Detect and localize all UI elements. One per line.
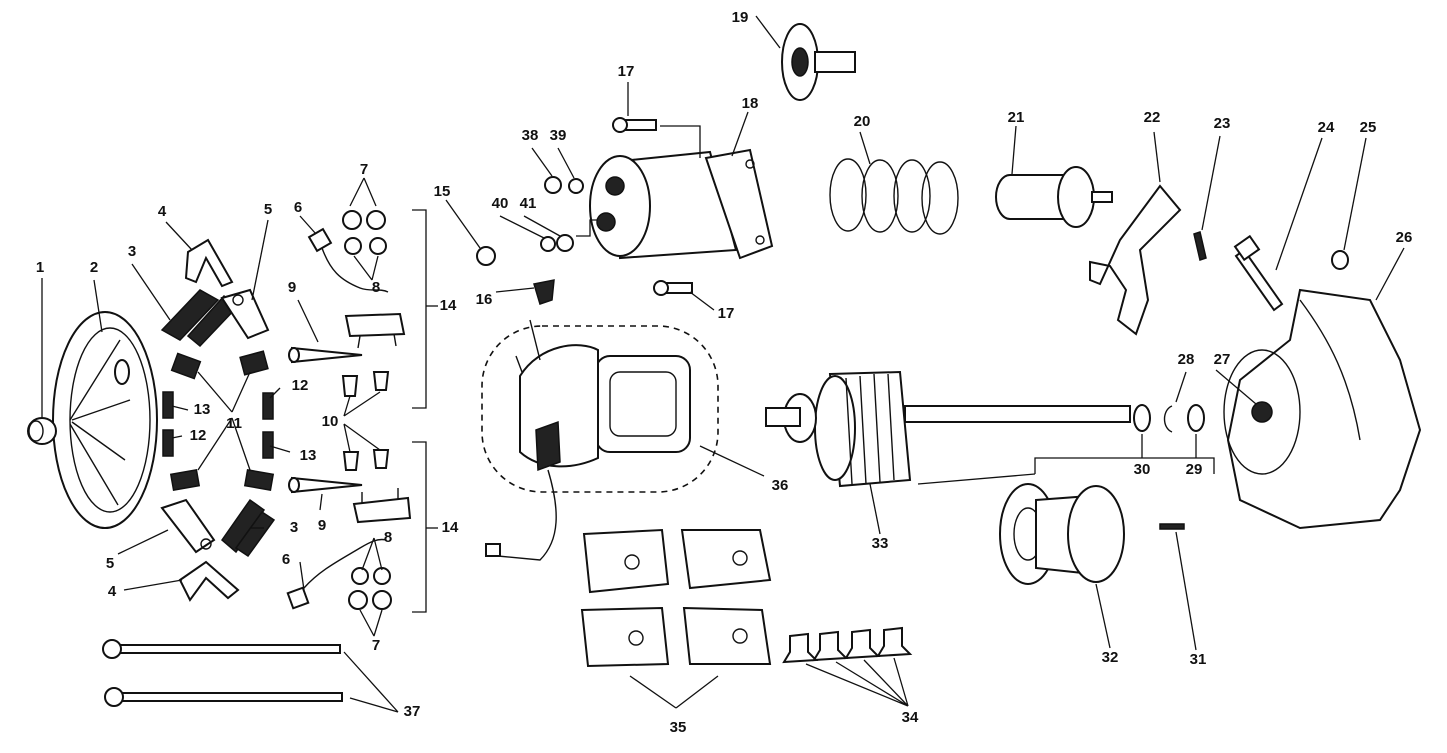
pin-part-9-bottom — [288, 476, 363, 494]
callout-11: 11 — [226, 415, 242, 432]
screws-part-12-13 — [162, 391, 274, 459]
callout-16: 16 — [476, 291, 493, 308]
callout-4-bottom: 4 — [108, 583, 117, 600]
pole-shoe-screws-part-34 — [782, 626, 913, 664]
callout-5-bottom: 5 — [106, 555, 114, 572]
brush-plate-part-5-top — [220, 288, 270, 340]
callout-8-top: 8 — [372, 279, 380, 296]
end-plate-part-2 — [52, 311, 158, 529]
callout-19: 19 — [732, 9, 749, 26]
lead-wire-part-6-bottom — [286, 538, 387, 610]
callout-10: 10 — [322, 413, 339, 430]
callout-17-top: 17 — [618, 63, 635, 80]
callout-20: 20 — [854, 113, 871, 130]
pin-part-31 — [1159, 523, 1185, 530]
pole-shoes-part-35 — [580, 528, 772, 668]
pin-part-9-top — [288, 346, 363, 364]
plug-part-25 — [1331, 250, 1349, 270]
bushing-part-1 — [27, 417, 57, 445]
screws-part-10 — [341, 371, 390, 471]
solenoid-part-18 — [589, 148, 774, 260]
callout-6-bottom: 6 — [282, 551, 290, 568]
callout-14-top: 14 — [440, 297, 457, 314]
callout-36: 36 — [772, 477, 789, 494]
through-bolts-part-37 — [102, 639, 343, 707]
screw-part-15 — [476, 246, 496, 266]
callout-12-bottom: 12 — [190, 427, 207, 444]
callout-21: 21 — [1008, 109, 1025, 126]
drive-assembly-part-32 — [999, 483, 1125, 585]
plunger-part-19 — [781, 23, 856, 101]
callout-26: 26 — [1396, 229, 1413, 246]
callout-13-bottom: 13 — [300, 447, 317, 464]
grommet-part-16 — [533, 279, 555, 305]
screw-part-17-bottom — [653, 280, 693, 296]
callout-12-top: 12 — [292, 377, 309, 394]
nut-washer-part-38-41 — [540, 176, 584, 252]
callout-32: 32 — [1102, 649, 1119, 666]
callout-39: 39 — [550, 127, 567, 144]
callout-14-bottom: 14 — [442, 519, 459, 536]
field-coil-assembly-part-36 — [481, 319, 719, 561]
callout-15: 15 — [434, 183, 451, 200]
callout-7-top: 7 — [360, 161, 368, 178]
callout-7-bottom: 7 — [372, 637, 380, 654]
callout-40: 40 — [492, 195, 509, 212]
callout-23: 23 — [1214, 115, 1231, 132]
callout-31: 31 — [1190, 651, 1207, 668]
brushes-part-11 — [169, 350, 275, 492]
spring-clip-part-4-bottom — [178, 560, 240, 602]
bolt-part-24 — [1233, 234, 1284, 312]
callout-41: 41 — [520, 195, 537, 212]
callout-22: 22 — [1144, 109, 1161, 126]
brush-holder-part-3-bottom — [220, 498, 276, 558]
callout-34: 34 — [902, 709, 919, 726]
callout-9-top: 9 — [288, 279, 296, 296]
lead-wire-part-6-top — [307, 227, 389, 293]
callout-2: 2 — [90, 259, 98, 276]
callout-3-bottom: 3 — [290, 519, 298, 536]
terminal-bracket-top — [344, 312, 406, 349]
pin-part-23 — [1193, 231, 1207, 261]
callout-17-bottom: 17 — [718, 305, 735, 322]
shift-lever-part-22 — [1089, 184, 1182, 336]
callout-24: 24 — [1318, 119, 1335, 136]
callout-1: 1 — [36, 259, 44, 276]
callout-30: 30 — [1134, 461, 1151, 478]
drive-housing-part-26 — [1223, 288, 1422, 530]
callout-8-bottom: 8 — [384, 529, 392, 546]
snap-ring-part-28 — [1163, 405, 1173, 433]
washer-part-30 — [1133, 404, 1151, 432]
callout-27: 27 — [1214, 351, 1231, 368]
callout-18: 18 — [742, 95, 759, 112]
callout-3-top: 3 — [128, 243, 136, 260]
callout-6-top: 6 — [294, 199, 302, 216]
callout-38: 38 — [522, 127, 539, 144]
callout-9-bottom: 9 — [318, 517, 326, 534]
washer-part-29 — [1187, 404, 1205, 432]
callout-29: 29 — [1186, 461, 1203, 478]
screw-part-17-top — [612, 117, 657, 133]
spring-part-20 — [829, 158, 959, 235]
callout-28: 28 — [1178, 351, 1195, 368]
callout-37: 37 — [404, 703, 421, 720]
armature-part-33 — [765, 370, 1131, 488]
callout-13-top: 13 — [194, 401, 211, 418]
sleeve-part-21 — [995, 166, 1113, 228]
terminal-bracket-bottom — [352, 488, 412, 524]
nuts-washers-part-7-8-bottom — [348, 567, 392, 610]
callout-33: 33 — [872, 535, 889, 552]
callout-4-top: 4 — [158, 203, 167, 220]
brush-plate-part-5-bottom — [160, 498, 216, 554]
nuts-washers-part-7-8-top — [342, 210, 387, 255]
spring-clip-part-4-top — [184, 238, 234, 288]
callout-25: 25 — [1360, 119, 1377, 136]
callout-5-top: 5 — [264, 201, 272, 218]
callout-35: 35 — [670, 719, 687, 736]
